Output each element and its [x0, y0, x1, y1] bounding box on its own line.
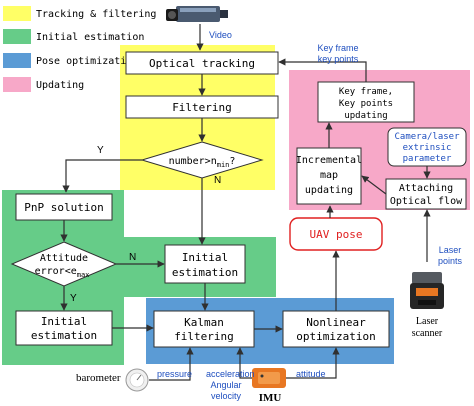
kalman-filtering-box: [153, 310, 255, 348]
extrinsic-line2: extrinsic: [403, 143, 452, 153]
incremental-line1: Incremental: [296, 155, 362, 166]
kalman-line2: filtering: [174, 330, 234, 343]
initial-estimation-mid-box: [164, 244, 246, 284]
decision-yes-path: [62, 159, 142, 193]
initial-estimation-left-line2: estimation: [31, 329, 97, 342]
initial-estimation-mid-line2: estimation: [172, 266, 238, 279]
incremental-line3: updating: [305, 185, 353, 196]
incremental-map-box: [296, 147, 362, 205]
barometer-icon: [125, 368, 149, 392]
uav-pose-box: [289, 217, 383, 251]
barometer-label: barometer: [76, 372, 121, 384]
keyframe-update-box: [317, 81, 415, 123]
kalman-line1: Kalman: [184, 316, 224, 329]
imu-label: IMU: [259, 392, 282, 404]
pressure-path: [149, 347, 194, 381]
legend-swatch-updating: [3, 77, 31, 92]
no-mid-label: N: [214, 175, 221, 186]
legend-label-updating: Updating: [36, 80, 84, 91]
attaching-to-incremental-arrow: [361, 175, 387, 195]
keyframe-points-label-2: key points: [318, 54, 359, 64]
attaching-line2: Optical flow: [390, 196, 463, 207]
laser-scanner-label-2: scanner: [412, 328, 443, 339]
legend-swatch-pose: [3, 53, 31, 68]
keyframe-update-line3: updating: [344, 111, 387, 121]
angular-label-2: velocity: [211, 391, 242, 401]
legend-label-tracking: Tracking & filtering: [36, 9, 156, 20]
video-label: Video: [209, 30, 232, 40]
legend: Tracking & filtering Initial estimation …: [3, 6, 156, 92]
keyframe-update-line2: Key points: [339, 99, 393, 109]
optical-tracking-label: Optical tracking: [149, 57, 255, 70]
laser-points-label-2: points: [438, 256, 463, 266]
acceleration-path: [236, 347, 252, 379]
laser-scanner-label-1: Laser: [416, 316, 439, 327]
pressure-label: pressure: [157, 369, 192, 379]
laser-scanner-icon: [410, 272, 444, 309]
keyframe-points-label-1: Key frame: [317, 43, 358, 53]
attitude-path: [286, 347, 340, 379]
attitude-error-line1: Attitude: [40, 253, 88, 264]
nonlinear-optimization-box: [282, 310, 390, 348]
no-left-label: N: [129, 252, 136, 263]
angular-label-1: Angular: [210, 380, 241, 390]
attaching-optical-flow-box: [385, 178, 467, 210]
legend-swatch-initial: [3, 29, 31, 44]
decision-number-label: number>nmin?: [169, 156, 236, 169]
legend-label-pose: Pose optimization: [36, 56, 138, 67]
legend-label-initial: Initial estimation: [36, 32, 144, 43]
initial-estimation-left-line1: Initial: [41, 315, 87, 328]
attitude-error-line2: error<emax: [35, 266, 90, 279]
extrinsic-line1: Camera/laser: [394, 132, 460, 142]
laser-points-label-1: Laser: [439, 245, 462, 255]
acceleration-label: acceleration: [206, 369, 255, 379]
filtering-label: Filtering: [172, 101, 232, 114]
yes-top-label: Y: [97, 145, 104, 156]
nonlinear-line2: optimization: [296, 330, 375, 343]
nonlinear-line1: Nonlinear: [306, 316, 366, 329]
pnp-solution-label: PnP solution: [24, 201, 103, 214]
attaching-line1: Attaching: [399, 183, 453, 194]
incremental-line2: map: [320, 170, 338, 181]
initial-estimation-mid-line1: Initial: [182, 251, 228, 264]
keyframe-to-tracking-path: [278, 58, 367, 82]
extrinsic-line3: parameter: [403, 154, 452, 164]
legend-swatch-tracking: [3, 6, 31, 21]
camera-icon: [166, 6, 228, 22]
imu-icon: [252, 368, 286, 388]
yes-left-label: Y: [70, 293, 77, 304]
uav-pose-label: UAV pose: [310, 228, 363, 241]
initial-estimation-left-box: [15, 310, 113, 346]
attitude-label: attitude: [296, 369, 326, 379]
keyframe-update-line1: Key frame,: [339, 87, 393, 97]
